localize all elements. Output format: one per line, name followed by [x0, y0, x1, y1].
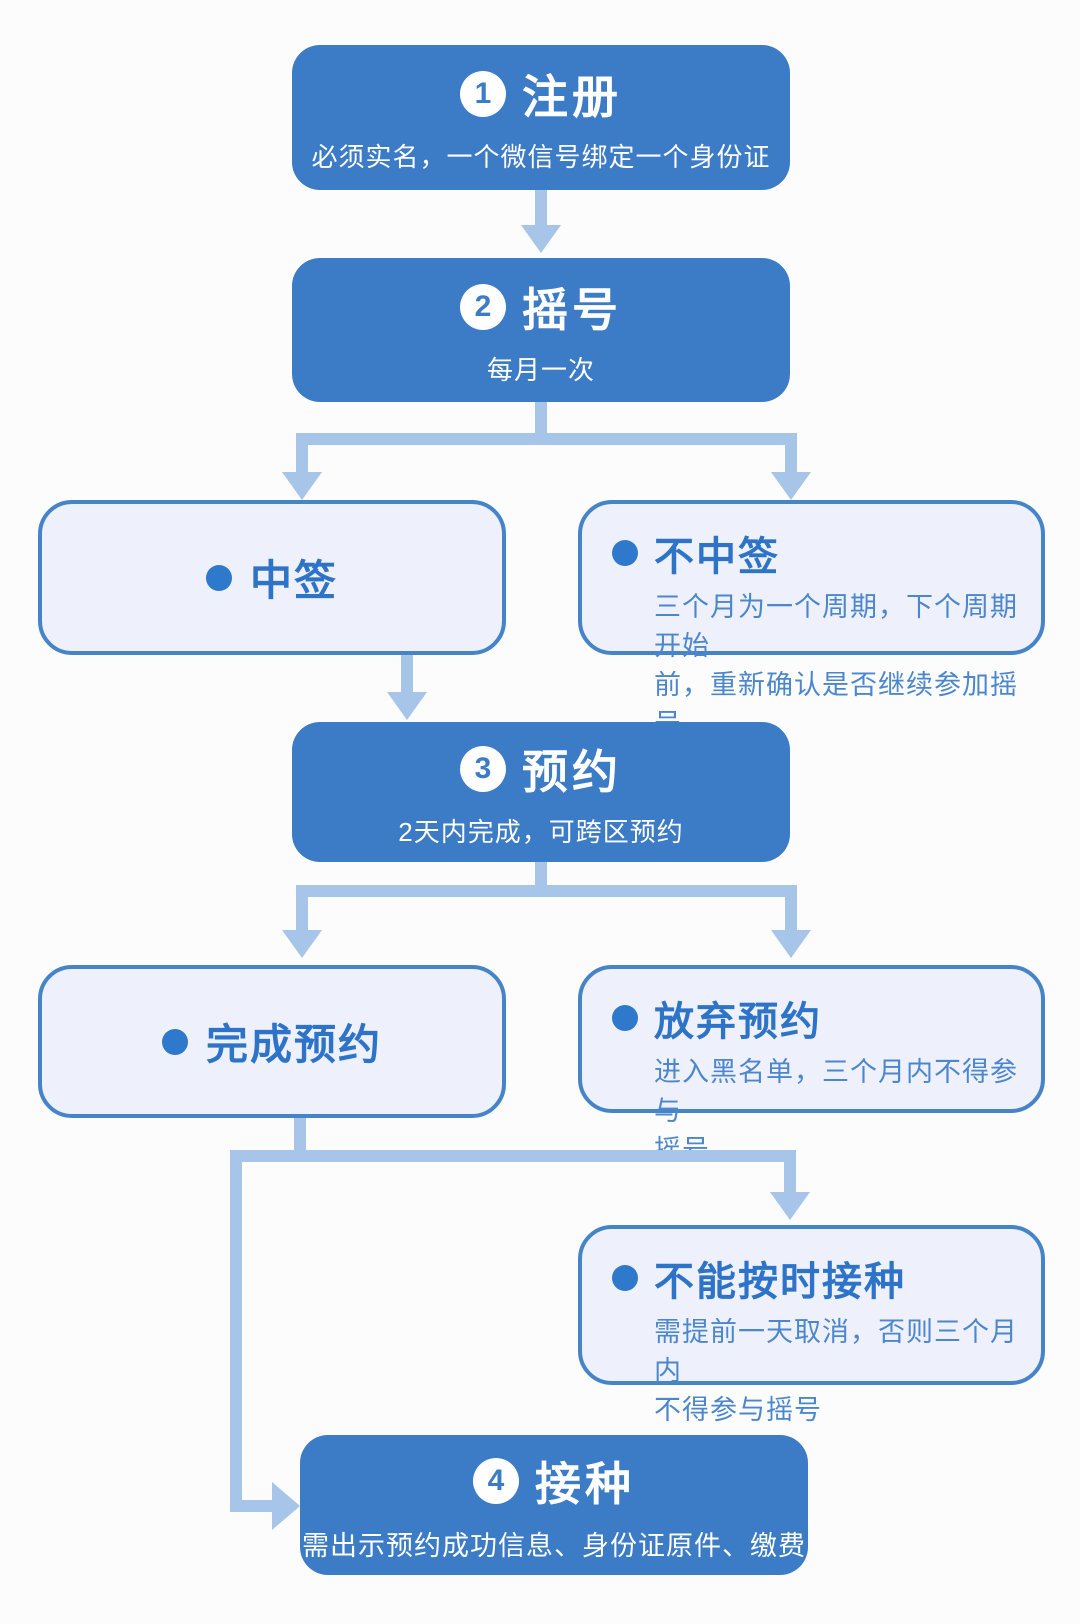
connector-split2-left-drop — [296, 897, 308, 930]
miss-body: 需提前一天取消，否则三个月内 不得参与摇号 — [654, 1317, 1018, 1426]
step3-subtitle: 2天内完成，可跨区预约 — [398, 816, 684, 847]
bullet-dot-icon — [612, 540, 638, 566]
node-miss-vaccination: 不能按时接种 需提前一天取消，否则三个月内 不得参与摇号 — [578, 1225, 1045, 1425]
node-title-row: 2 摇号 — [460, 274, 622, 340]
connector-complete-split-bar — [230, 1150, 796, 1162]
step4-title: 接种 — [535, 1457, 635, 1510]
arrowhead-down-icon — [521, 225, 561, 253]
connector-step2-split-stem — [535, 402, 547, 433]
step3-number-badge-icon: 3 — [460, 745, 506, 792]
arrowhead-down-icon — [387, 692, 427, 720]
node-heading-row: 不中签 — [612, 524, 1023, 582]
connector-split1-right-drop — [785, 445, 797, 472]
connector-step1-step2 — [535, 190, 547, 225]
node-abandon-appointment: 放弃预约 进入黑名单，三个月内不得参与 摇号 — [578, 965, 1045, 1165]
bullet-dot-icon — [612, 1265, 638, 1291]
bullet-dot-icon — [161, 1028, 188, 1055]
arrowhead-down-icon — [282, 472, 322, 500]
step3-title: 预约 — [522, 745, 622, 798]
node-lose: 不中签 三个月为一个周期，下个周期开始 前，重新确认是否继续参加摇号 — [578, 500, 1045, 739]
step2-number-badge-icon: 2 — [460, 283, 506, 330]
connector-split2-right-drop — [785, 897, 797, 930]
connector-complete-split-stem — [294, 1118, 306, 1150]
node-step3-appointment: 3 预约 2天内完成，可跨区预约 — [292, 722, 790, 862]
connector-split3-right-drop — [784, 1162, 796, 1192]
connector-win-step3 — [401, 655, 413, 692]
connector-split3-bottom-run — [242, 1500, 272, 1512]
abandon-body: 进入黑名单，三个月内不得参与 摇号 — [654, 1057, 1018, 1165]
node-complete-appointment: 完成预约 — [38, 965, 506, 1118]
node-heading-row: 不能按时接种 — [612, 1249, 1023, 1307]
node-win: 中签 — [38, 500, 506, 655]
connector-step3-split-bar — [296, 885, 797, 897]
connector-step3-split-stem — [535, 862, 547, 885]
step4-number-badge-icon: 4 — [473, 1457, 519, 1504]
node-step4-vaccinate: 4 接种 需出示预约成功信息、身份证原件、缴费 — [300, 1435, 808, 1575]
step2-title: 摇号 — [522, 283, 622, 336]
lose-title: 不中签 — [654, 535, 780, 579]
node-heading-row: 放弃预约 — [612, 989, 1023, 1047]
arrowhead-down-icon — [770, 1192, 810, 1220]
step4-subtitle: 需出示预约成功信息、身份证原件、缴费 — [302, 1530, 806, 1561]
step1-title: 注册 — [522, 71, 622, 123]
win-title: 中签 — [249, 557, 338, 604]
arrowhead-down-icon — [771, 472, 811, 500]
node-title-row: 3 预约 — [460, 736, 622, 802]
node-step2-lottery: 2 摇号 每月一次 — [292, 258, 790, 402]
connector-split1-left-drop — [296, 445, 308, 472]
arrowhead-down-icon — [282, 930, 322, 958]
step1-number-badge-icon: 1 — [460, 71, 506, 117]
bullet-dot-icon — [205, 564, 232, 591]
connector-step2-split-bar — [296, 433, 797, 445]
node-title-row: 1 注册 — [460, 61, 622, 127]
node-step1-register: 1 注册 必须实名，一个微信号绑定一个身份证 — [292, 45, 790, 190]
complete-title: 完成预约 — [205, 1021, 382, 1068]
abandon-title: 放弃预约 — [654, 1000, 822, 1044]
miss-title: 不能按时接种 — [654, 1260, 906, 1304]
arrowhead-right-icon — [272, 1482, 300, 1530]
connector-split3-left-drop — [230, 1162, 242, 1512]
arrowhead-down-icon — [771, 930, 811, 958]
step1-subtitle: 必须实名，一个微信号绑定一个身份证 — [311, 142, 771, 172]
bullet-dot-icon — [612, 1005, 638, 1031]
lose-body: 三个月为一个周期，下个周期开始 前，重新确认是否继续参加摇号 — [654, 592, 1018, 739]
step2-subtitle: 每月一次 — [486, 354, 595, 385]
node-title-row: 4 接种 — [473, 1448, 635, 1514]
